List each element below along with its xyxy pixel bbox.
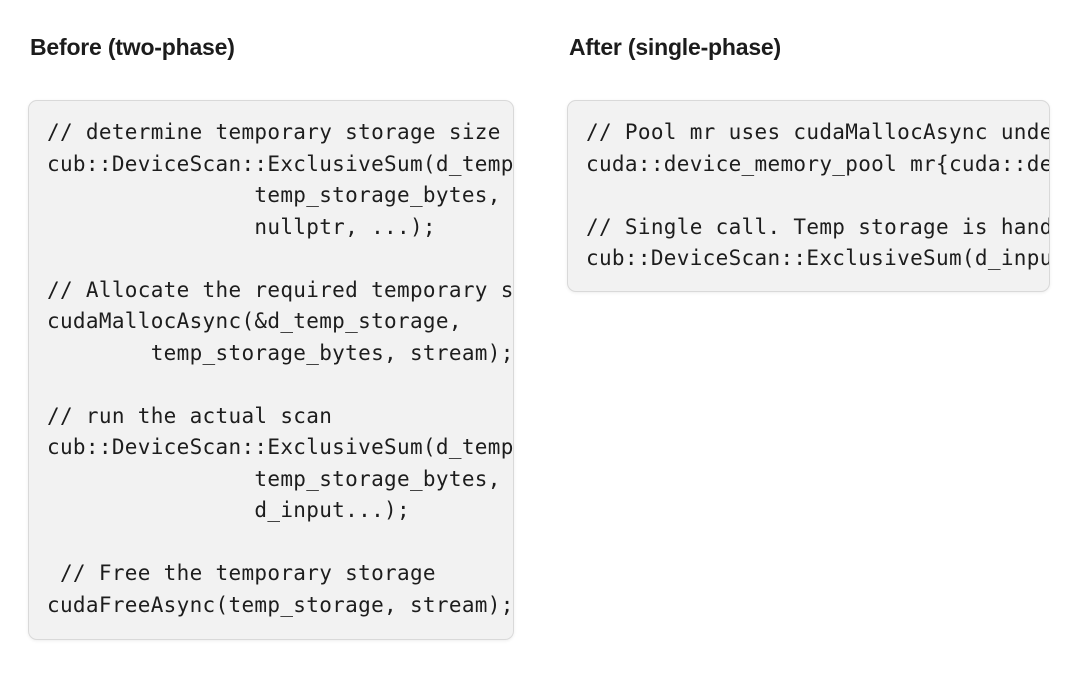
after-code-block: // Pool mr uses cudaMallocAsync unde cud… bbox=[567, 100, 1050, 292]
after-column: After (single-phase) // Pool mr uses cud… bbox=[567, 33, 1050, 640]
code-comparison: Before (two-phase) // determine temporar… bbox=[28, 33, 1050, 640]
after-heading: After (single-phase) bbox=[569, 34, 781, 60]
before-code-block: // determine temporary storage size cub:… bbox=[28, 100, 514, 640]
before-column: Before (two-phase) // determine temporar… bbox=[28, 33, 514, 640]
before-heading: Before (two-phase) bbox=[30, 34, 235, 60]
